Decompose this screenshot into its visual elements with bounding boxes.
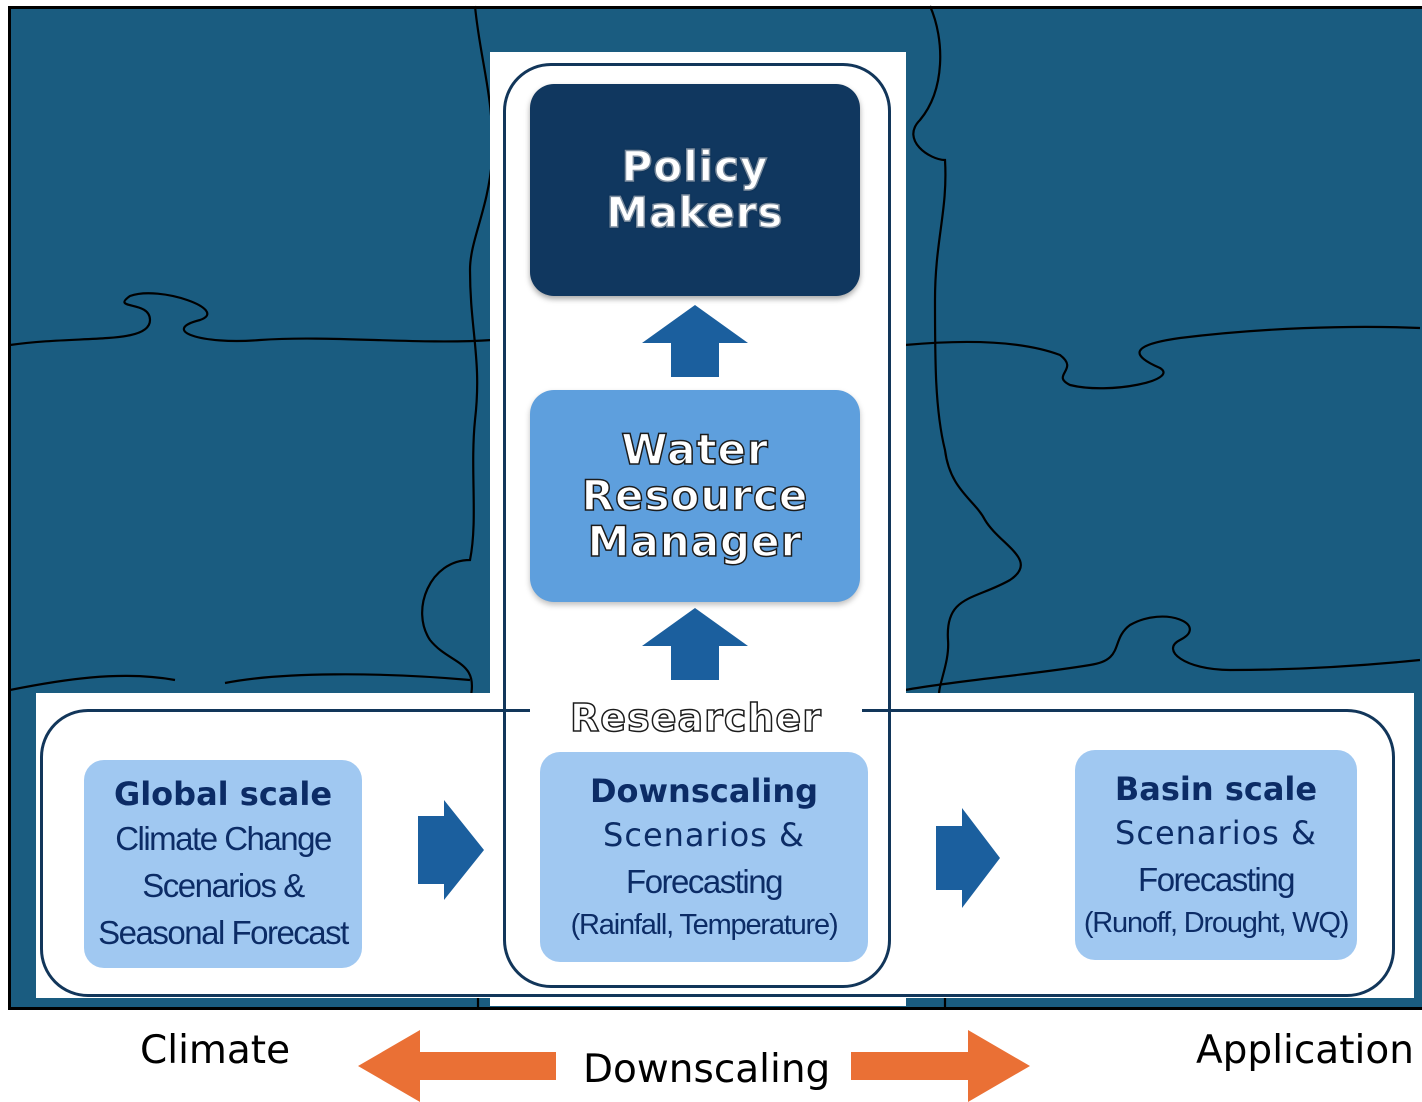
water-resource-manager-line1: Water xyxy=(621,425,769,474)
water-resource-manager-box: Water Resource Manager xyxy=(530,390,860,602)
downscaling-box: Downscaling Scenarios & Forecasting (Rai… xyxy=(540,752,868,962)
puzzle-line-1 xyxy=(421,5,494,701)
stakeholder-column-outline xyxy=(503,63,891,988)
downscaling-line2: Forecasting xyxy=(626,862,783,900)
basin-scale-line3: (Runoff, Drought, WQ) xyxy=(1083,906,1350,939)
right-arrow-icon xyxy=(936,808,1000,908)
water-resource-manager-line2: Resource xyxy=(581,471,809,520)
puzzle-line-7 xyxy=(476,998,947,1010)
policy-makers-box: Policy Makers xyxy=(530,84,860,296)
downscaling-heading: Downscaling xyxy=(589,771,819,810)
application-label: Application xyxy=(1196,1028,1414,1073)
puzzle-line-5 xyxy=(9,673,471,692)
basin-scale-box: Basin scale Scenarios & Forecasting (Run… xyxy=(1075,750,1357,960)
double-arrow-icon xyxy=(358,1030,1030,1102)
researcher-label: Researcher xyxy=(569,695,822,741)
policy-makers-line2: Makers xyxy=(606,188,784,237)
downscaling-label: Downscaling xyxy=(583,1047,831,1092)
puzzle-line-4 xyxy=(904,325,1421,390)
global-scale-box: Global scale Climate Change Scenarios & … xyxy=(84,760,362,968)
water-resource-manager-line3: Manager xyxy=(587,517,803,566)
basin-scale-heading: Basin scale xyxy=(1114,769,1318,808)
up-arrow-icon xyxy=(642,608,748,680)
global-scale-line3: Seasonal Forecast xyxy=(98,913,349,951)
puzzle-line-2 xyxy=(912,5,1022,701)
researcher-label-wrap: Researcher xyxy=(530,693,862,743)
downscaling-line1: Scenarios & xyxy=(603,815,805,854)
puzzle-line-6 xyxy=(904,615,1421,692)
basin-scale-line2: Forecasting xyxy=(1138,860,1295,898)
global-scale-line2: Scenarios & xyxy=(142,866,305,904)
up-arrow-icon xyxy=(642,305,748,377)
basin-scale-line1: Scenarios & xyxy=(1115,813,1317,852)
policy-makers-line1: Policy xyxy=(621,142,769,191)
downscaling-line3: (Rainfall, Temperature) xyxy=(570,908,839,941)
climate-label: Climate xyxy=(140,1028,291,1073)
global-scale-line1: Climate Change xyxy=(115,819,332,857)
global-scale-heading: Global scale xyxy=(113,774,333,813)
puzzle-line-3 xyxy=(9,292,493,347)
right-arrow-icon xyxy=(418,800,484,900)
